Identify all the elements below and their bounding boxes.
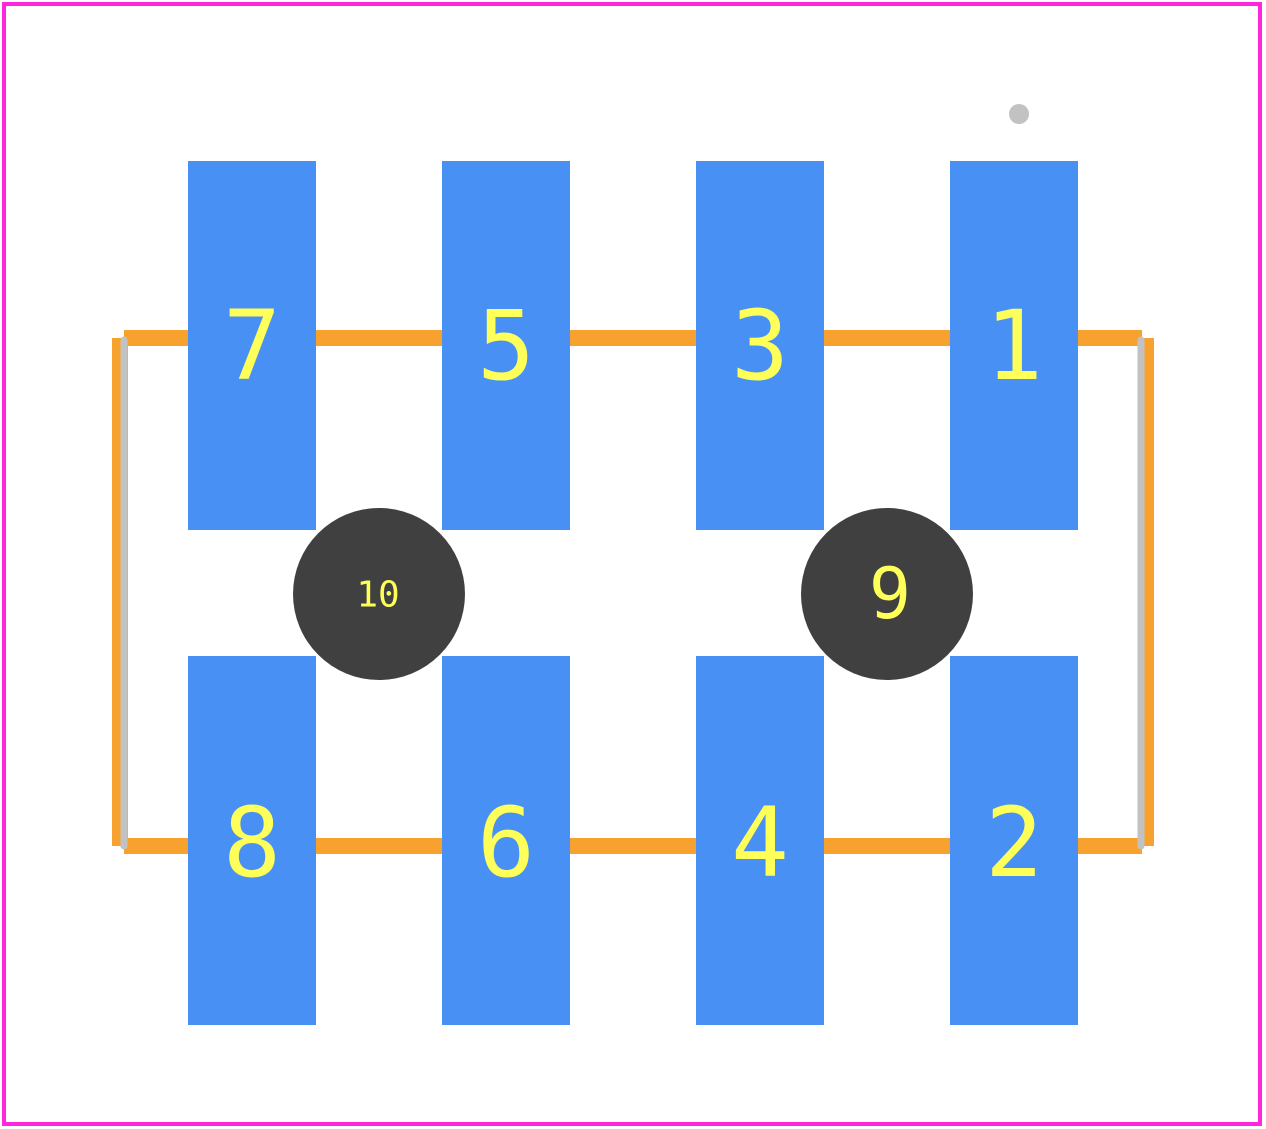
pad-8[interactable]: 8 [188, 656, 316, 1025]
pad-5-copper [442, 161, 570, 530]
pad-7[interactable]: 7 [188, 161, 316, 530]
pad-6-label: 6 [477, 787, 535, 899]
pad-3[interactable]: 3 [696, 161, 824, 530]
hole-10[interactable]: 10 [293, 508, 465, 680]
hole-9-drill [801, 508, 973, 680]
pad-1-label: 1 [985, 290, 1043, 402]
pad-3-copper [696, 161, 824, 530]
pad-5-label: 5 [477, 290, 535, 402]
pad-4-label: 4 [731, 787, 789, 899]
fabrication-outline [120, 336, 1145, 850]
pad-2-label: 2 [985, 787, 1043, 899]
pad-3-label: 3 [731, 290, 789, 402]
pad-2-copper [950, 656, 1078, 1025]
pad-5[interactable]: 5 [442, 161, 570, 530]
pad-6[interactable]: 6 [442, 656, 570, 1025]
pad-group: 1 2 3 4 5 6 7 8 [188, 161, 1078, 1025]
hole-10-drill [293, 508, 465, 680]
pad-7-copper [188, 161, 316, 530]
pin1-marker-dot [1009, 104, 1029, 124]
pad-4-copper [696, 656, 824, 1025]
pad-2[interactable]: 2 [950, 656, 1078, 1025]
pad-4[interactable]: 4 [696, 656, 824, 1025]
hole-group: 9 10 [293, 508, 973, 680]
hole-9[interactable]: 9 [801, 508, 973, 680]
pad-6-copper [442, 656, 570, 1025]
pad-8-copper [188, 656, 316, 1025]
pad-7-label: 7 [223, 290, 281, 402]
pad-1[interactable]: 1 [950, 161, 1078, 530]
hole-10-label: 10 [356, 575, 399, 616]
pad-1-copper [950, 161, 1078, 530]
pad-8-label: 8 [223, 787, 281, 899]
hole-9-label: 9 [869, 553, 911, 635]
